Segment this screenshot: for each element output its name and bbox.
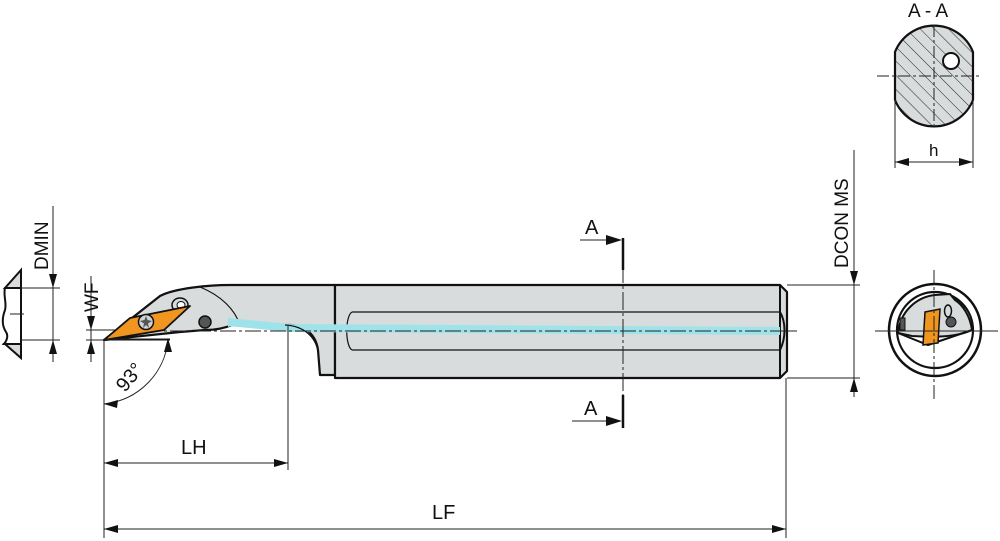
length-dimensions: LH LF: [103, 326, 787, 538]
lh-arrow-right: [274, 459, 288, 467]
wf-arrow-top: [87, 316, 95, 330]
dmin-arrow-bottom: [49, 340, 57, 354]
dcon-arrow-top: [850, 271, 858, 285]
bore-chamfer-bottom: [2, 343, 22, 361]
min-bore-profile: DMIN: [1, 206, 60, 362]
dmin-label: DMIN: [32, 221, 53, 270]
section-arrow-bottom: [606, 416, 622, 426]
dcon-ms-label: DCON MS: [832, 178, 853, 268]
end-view-clamp: [899, 317, 906, 331]
coolant-channel-neck: [228, 317, 240, 327]
section-cut-markers: A A: [572, 217, 625, 428]
lh-arrow-left: [104, 459, 118, 467]
angle-label: 93°: [112, 359, 148, 396]
angle-arrow-bottom: [104, 400, 118, 408]
bar-head: [102, 283, 337, 377]
lf-arrow-left: [104, 525, 118, 533]
end-view: [875, 270, 998, 400]
end-view-lever: [943, 304, 953, 318]
lf-arrow-right: [772, 525, 786, 533]
dcon-arrow-bottom: [850, 378, 858, 392]
wf-arrow-bottom: [87, 340, 95, 354]
neck-curve: [284, 324, 321, 376]
lh-label: LH: [181, 437, 207, 459]
section-arrow-top: [606, 235, 622, 245]
angle-dimension: 93°: [103, 338, 172, 408]
bore-profile-outline: [1, 287, 22, 345]
h-arrow-right: [959, 158, 973, 166]
section-marker-top-label: A: [585, 217, 599, 239]
section-a-a: A - A h: [877, 1, 980, 168]
insert-screw-icon: [137, 313, 155, 331]
clamp-screw-icon: [198, 315, 212, 329]
bore-chamfer-top: [2, 267, 22, 289]
shank-end-arc: [779, 311, 786, 351]
coolant-hole: [942, 52, 960, 70]
dcon-ms-dimension: DCON MS: [787, 150, 860, 397]
section-title: A - A: [908, 1, 948, 22]
section-marker-bottom-label: A: [584, 398, 598, 420]
wf-label: WF: [82, 282, 103, 312]
h-label: h: [929, 141, 938, 160]
angle-arrow-top: [164, 338, 172, 352]
end-view-screw-icon: [945, 316, 957, 328]
end-view-insert: [922, 308, 941, 346]
dmin-arrow-top: [49, 274, 57, 288]
wf-dimension: WF: [82, 276, 140, 362]
side-view: [102, 283, 796, 380]
lf-label: LF: [432, 502, 455, 524]
h-arrow-left: [895, 158, 909, 166]
